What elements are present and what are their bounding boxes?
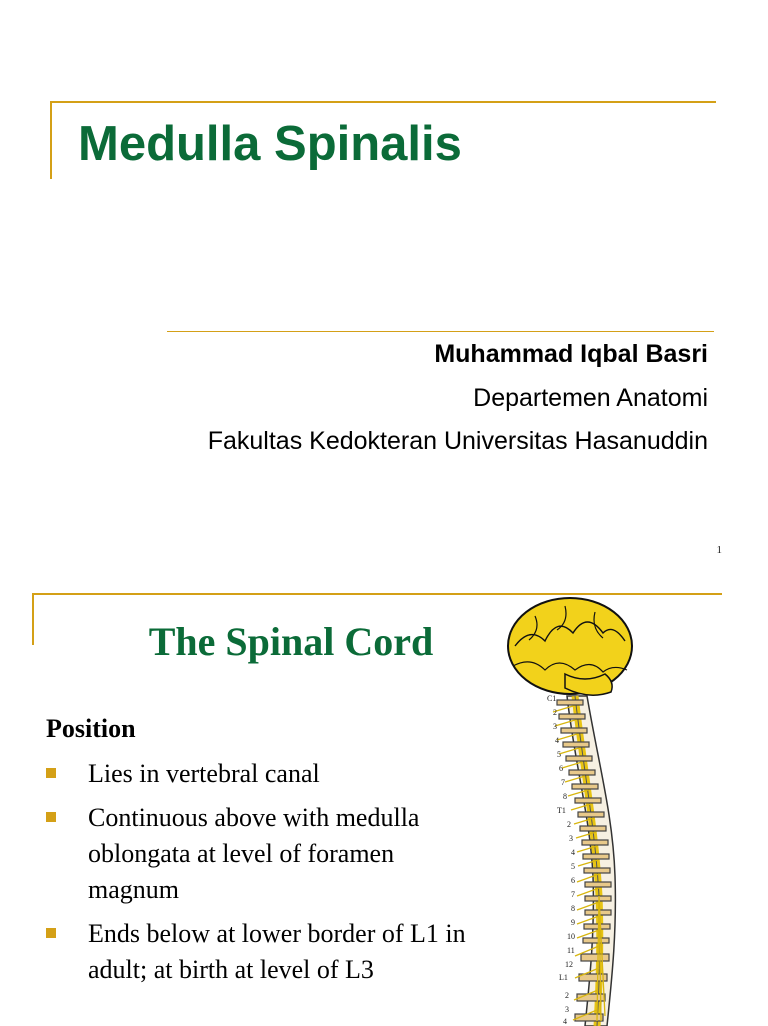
faculty-name: Fakultas Kedokteran Universitas Hasanudd… xyxy=(207,427,708,455)
list-item: Continuous above with medulla oblongata … xyxy=(46,800,476,908)
svg-text:7: 7 xyxy=(561,778,565,787)
list-item: Ends below at lower border of L1 in adul… xyxy=(46,916,476,988)
svg-text:3: 3 xyxy=(553,722,557,731)
department-name: Departemen Anatomi xyxy=(473,384,708,412)
svg-text:T1: T1 xyxy=(557,806,566,815)
bullet-text: Continuous above with medulla oblongata … xyxy=(88,803,420,904)
bullet-square-icon xyxy=(46,768,56,778)
svg-text:11: 11 xyxy=(567,946,575,955)
content-slide: The Spinal Cord Position Lies in vertebr… xyxy=(0,576,768,1026)
bullet-square-icon xyxy=(46,812,56,822)
svg-text:C1: C1 xyxy=(547,694,556,703)
title-slide: Medulla Spinalis Muhammad Iqbal Basri De… xyxy=(50,101,723,556)
svg-text:2: 2 xyxy=(567,820,571,829)
svg-text:5: 5 xyxy=(571,862,575,871)
svg-text:8: 8 xyxy=(563,792,567,801)
bullet-list: Lies in vertebral canal Continuous above… xyxy=(46,756,476,996)
svg-text:10: 10 xyxy=(567,932,575,941)
svg-text:4: 4 xyxy=(571,848,575,857)
bullet-text: Lies in vertebral canal xyxy=(88,759,320,788)
author-name: Muhammad Iqbal Basri xyxy=(434,340,708,368)
svg-text:4: 4 xyxy=(555,736,559,745)
svg-text:5: 5 xyxy=(557,750,561,759)
bullet-square-icon xyxy=(46,928,56,938)
slide-title: The Spinal Cord xyxy=(148,619,434,664)
svg-text:7: 7 xyxy=(571,890,575,899)
svg-text:2: 2 xyxy=(565,991,569,1000)
svg-text:12: 12 xyxy=(565,960,573,969)
accent-line-left xyxy=(50,101,52,179)
list-item: Lies in vertebral canal xyxy=(46,756,476,792)
accent-line-top xyxy=(50,101,716,103)
svg-text:4: 4 xyxy=(563,1017,567,1026)
svg-text:2: 2 xyxy=(553,708,557,717)
svg-text:9: 9 xyxy=(571,918,575,927)
svg-text:8: 8 xyxy=(571,904,575,913)
subtitle-divider xyxy=(167,331,714,332)
svg-text:3: 3 xyxy=(565,1005,569,1014)
svg-text:L1: L1 xyxy=(559,973,568,982)
page-number: 1 xyxy=(716,544,723,556)
accent-line-top xyxy=(32,593,722,595)
accent-line-left xyxy=(32,593,34,645)
svg-text:6: 6 xyxy=(559,764,563,773)
bullet-text: Ends below at lower border of L1 in adul… xyxy=(88,919,466,984)
section-heading: Position xyxy=(46,714,136,743)
svg-text:6: 6 xyxy=(571,876,575,885)
slide-title: Medulla Spinalis xyxy=(78,117,462,171)
svg-text:3: 3 xyxy=(569,834,573,843)
